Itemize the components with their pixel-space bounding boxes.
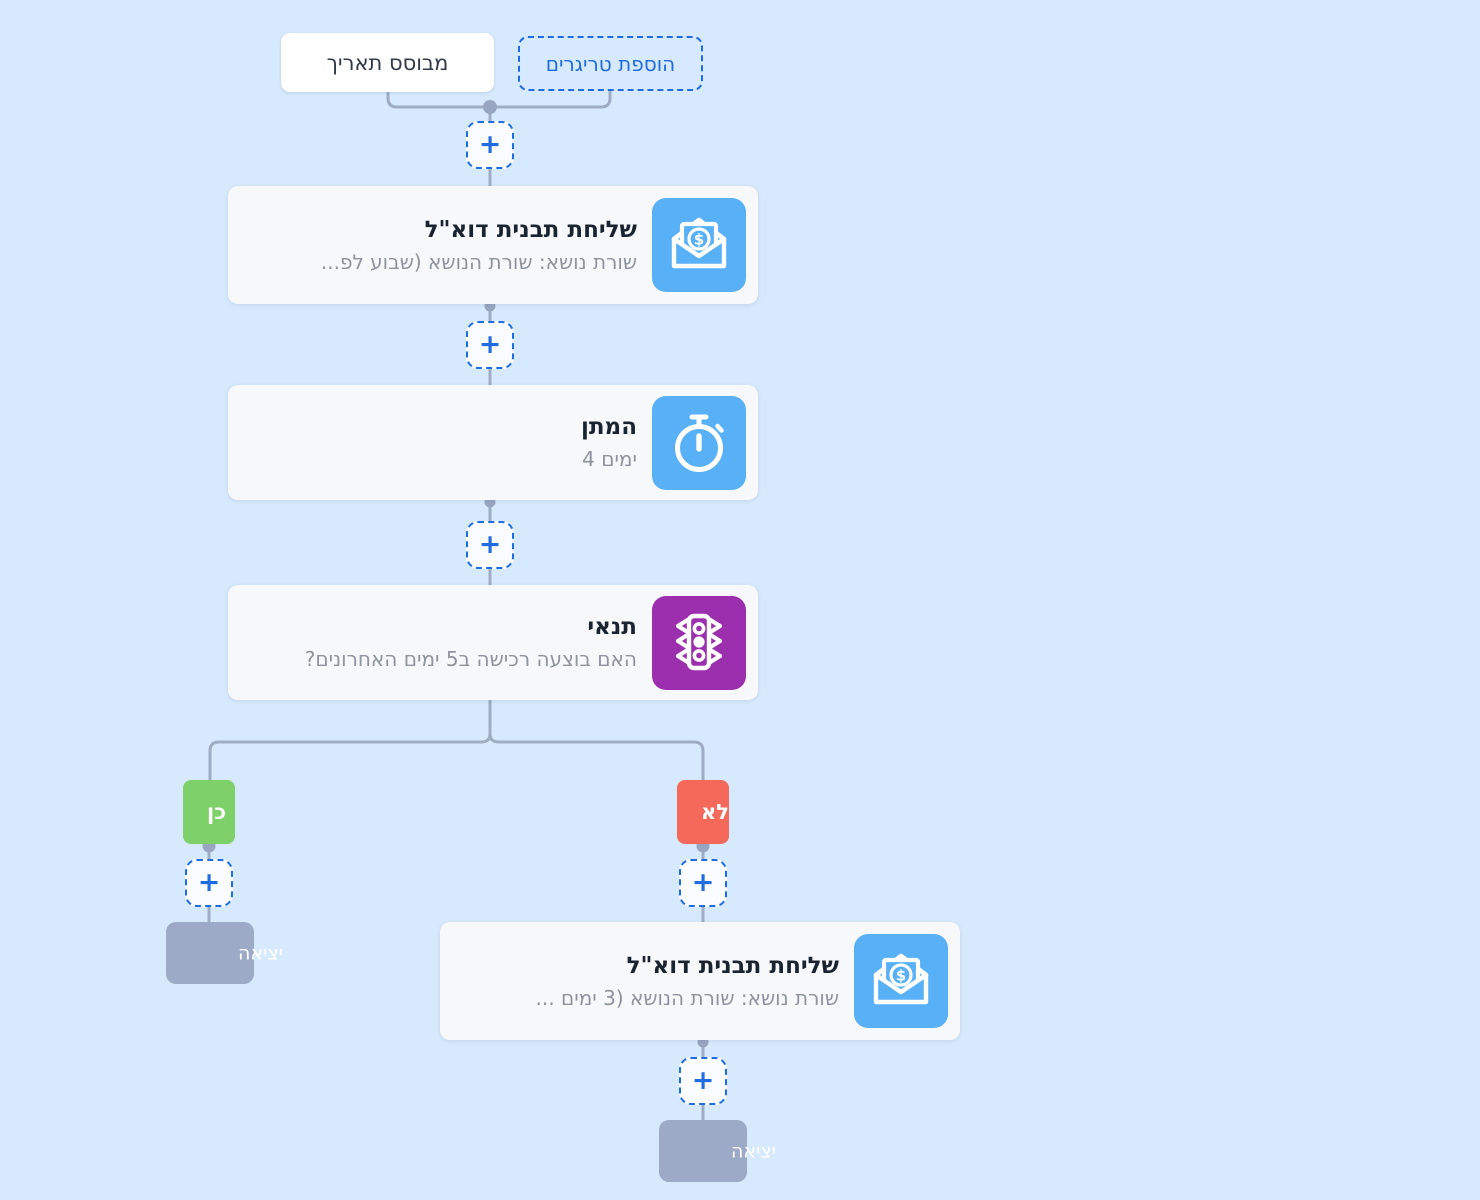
- plus-icon: +: [478, 528, 502, 560]
- branch-yes-tag: כן: [183, 780, 235, 844]
- exit-node-yes-branch: יציאה: [166, 922, 283, 984]
- plus-icon: +: [478, 328, 502, 360]
- plus-icon: +: [691, 866, 715, 898]
- exit-node-label: יציאה: [238, 942, 283, 965]
- send-email-template-node-1[interactable]: $ שליחת תבנית דוא"ל שורת נושא: שורת הנוש…: [228, 186, 758, 304]
- svg-text:$: $: [694, 231, 704, 249]
- add-step-button-2[interactable]: +: [466, 321, 514, 369]
- branch-no-label: לא: [701, 800, 729, 824]
- node-title: שליחת תבנית דוא"ל: [626, 952, 839, 979]
- trigger-node-label: מבוסס תאריך: [326, 50, 449, 75]
- node-title: שליחת תבנית דוא"ל: [424, 216, 637, 243]
- branch-no-tag: לא: [677, 780, 729, 844]
- node-subtitle: 4 ימים: [582, 447, 637, 471]
- node-subtitle: שורת נושא: שורת הנושא (3 ימים ...: [535, 985, 839, 1010]
- add-step-button-1[interactable]: +: [466, 121, 514, 169]
- node-subtitle: שורת נושא: שורת הנושא (שבוע לפ...: [320, 249, 637, 274]
- node-subtitle: האם בוצעה רכישה ב5 ימים האחרונים?: [304, 647, 637, 671]
- condition-node[interactable]: תנאי האם בוצעה רכישה ב5 ימים האחרונים?: [228, 585, 758, 700]
- svg-text:$: $: [896, 967, 906, 985]
- wait-node[interactable]: המתן 4 ימים: [228, 385, 758, 500]
- add-step-button-3[interactable]: +: [466, 521, 514, 569]
- plus-icon: +: [478, 128, 502, 160]
- node-title: תנאי: [587, 614, 637, 640]
- exit-node-label: יציאה: [731, 1140, 776, 1163]
- plus-icon: +: [197, 866, 221, 898]
- branch-yes-label: כן: [207, 800, 227, 824]
- plus-icon: +: [691, 1064, 715, 1096]
- trigger-node-date-based[interactable]: מבוסס תאריך: [281, 33, 494, 92]
- email-dollar-icon: $: [652, 198, 746, 292]
- send-email-template-node-2[interactable]: $ שליחת תבנית דוא"ל שורת נושא: שורת הנוש…: [440, 922, 960, 1040]
- stopwatch-icon: [652, 395, 746, 490]
- add-step-button-4[interactable]: +: [679, 1057, 727, 1105]
- exit-node-no-branch: יציאה: [659, 1120, 776, 1182]
- add-step-button-yes-branch[interactable]: +: [185, 859, 233, 907]
- add-step-button-no-branch[interactable]: +: [679, 859, 727, 907]
- node-title: המתן: [580, 414, 637, 440]
- add-triggers-label: הוספת טריגרים: [545, 51, 676, 76]
- email-dollar-icon: $: [854, 934, 948, 1028]
- add-triggers-button[interactable]: הוספת טריגרים: [518, 36, 703, 91]
- traffic-light-icon: [652, 595, 746, 690]
